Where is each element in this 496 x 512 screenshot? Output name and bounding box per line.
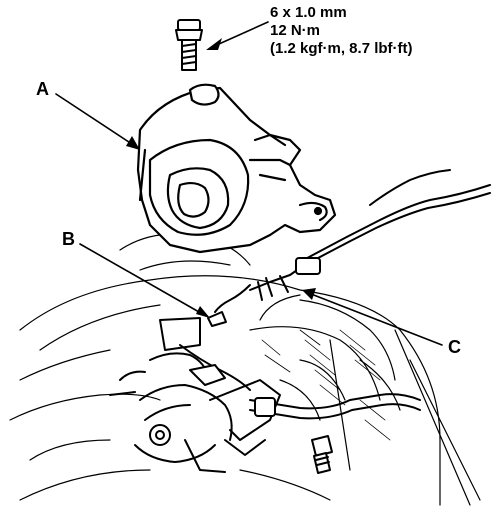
label-a: A: [36, 79, 49, 99]
arrow-heads: [126, 38, 316, 318]
label-c: C: [448, 337, 461, 357]
shift-linkage: [109, 317, 421, 473]
torque-alt: (1.2 kgf·m, 8.7 lbf·ft): [270, 40, 413, 57]
torque-nm: 12 N·m: [270, 22, 321, 39]
bolt-size: 6 x 1.0 mm: [270, 4, 347, 21]
leader-c: [305, 291, 443, 346]
label-b: B: [62, 229, 75, 249]
transmission-mount: [136, 83, 337, 254]
leader-a: [55, 93, 139, 149]
lower-bolt: [311, 435, 333, 474]
torque-spec: 6 x 1.0 mm 12 N·m (1.2 kgf·m, 8.7 lbf·ft…: [270, 4, 413, 58]
case-hatching: [261, 329, 391, 441]
transmission-outline: [9, 233, 481, 506]
sensor-cable: [207, 169, 491, 327]
leader-b: [79, 243, 207, 317]
mount-bolt: [175, 19, 203, 71]
